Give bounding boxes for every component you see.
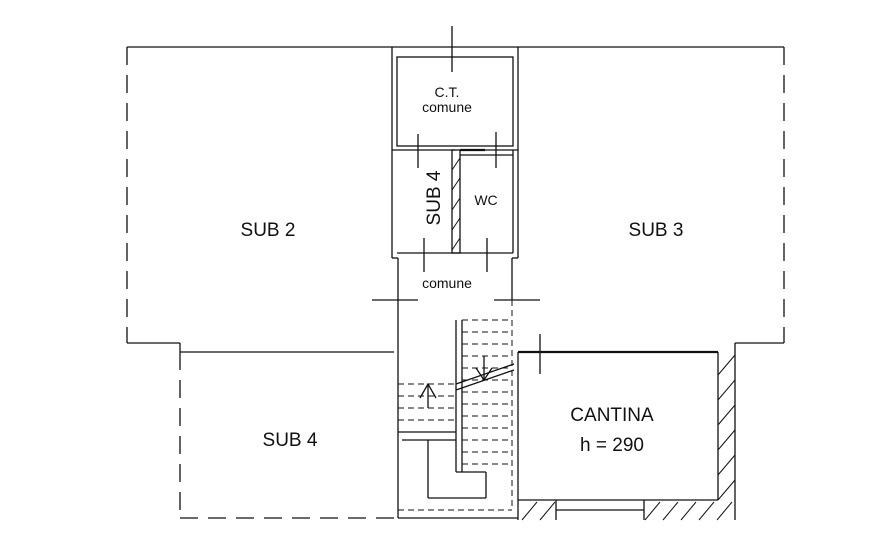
sub3-label: SUB 3 bbox=[629, 220, 684, 241]
ct-label-line2: comune bbox=[422, 99, 472, 115]
sub4-vertical-label: SUB 4 bbox=[424, 170, 445, 225]
wc-partition bbox=[451, 148, 514, 254]
ct-label-line1: C.T. bbox=[435, 84, 460, 100]
wc-label: WC bbox=[474, 192, 497, 208]
unit-sub4-bottom-outline bbox=[179, 352, 398, 519]
cantina-height-label: h = 290 bbox=[580, 435, 644, 456]
sub4-bottom-label: SUB 4 bbox=[263, 430, 318, 451]
cantina-label: CANTINA bbox=[570, 405, 654, 426]
dimension-markers bbox=[372, 26, 541, 374]
unit-sub2-outline bbox=[126, 46, 394, 353]
stairs bbox=[398, 319, 515, 499]
corridor-label: comune bbox=[422, 275, 472, 291]
cantina-room bbox=[517, 343, 736, 521]
stair-enclosure bbox=[397, 300, 518, 519]
unit-sub3-outline bbox=[518, 46, 785, 344]
sub2-label: SUB 2 bbox=[241, 220, 296, 241]
